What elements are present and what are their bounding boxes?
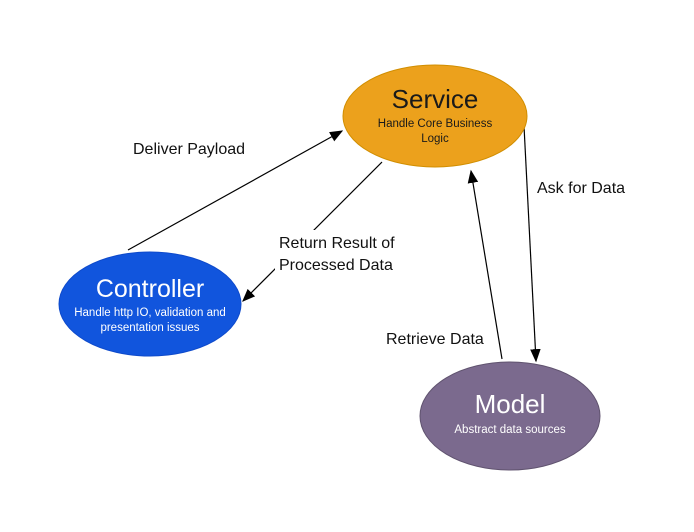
- service-node: Service Handle Core Business Logic: [342, 64, 528, 168]
- edge-retrieve-data-label: Retrieve Data: [386, 331, 484, 348]
- controller-node: Controller Handle http IO, validation an…: [58, 251, 242, 357]
- edge-deliver-payload-label: Deliver Payload: [133, 141, 245, 158]
- controller-title: Controller: [96, 275, 204, 303]
- edge-deliver-payload: Deliver Payload: [127, 130, 344, 251]
- controller-ellipse: [59, 252, 241, 356]
- edge-ask-for-data-label: Ask for Data: [537, 180, 625, 197]
- model-ellipse: [420, 362, 600, 470]
- model-title: Model: [475, 389, 546, 419]
- edge-ask-for-data: Ask for Data: [523, 125, 625, 363]
- controller-subtitle-line1: Handle http IO, validation and: [74, 307, 226, 319]
- service-subtitle-line1: Handle Core Business: [378, 118, 493, 130]
- controller-subtitle-line2: presentation issues: [100, 322, 199, 334]
- edge-ask-for-data-line: [523, 125, 541, 363]
- edge-return-result-label-line1: Return Result of: [279, 235, 395, 252]
- edge-retrieve-data-line: [467, 169, 503, 360]
- edge-return-result-label-line2: Processed Data: [279, 257, 393, 274]
- model-node: Model Abstract data sources: [419, 361, 601, 471]
- edge-deliver-payload-line: [127, 130, 344, 251]
- service-ellipse: [343, 65, 527, 167]
- edge-retrieve-data: Retrieve Data: [386, 169, 503, 360]
- model-subtitle-line1: Abstract data sources: [454, 424, 565, 436]
- service-title: Service: [392, 84, 479, 114]
- edge-return-result-label-bg: [275, 230, 422, 274]
- service-subtitle-line2: Logic: [421, 133, 449, 145]
- model-ellipse-border: [419, 361, 601, 471]
- edge-return-result: Return Result of Processed Data: [242, 161, 422, 302]
- controller-ellipse-border: [58, 251, 242, 357]
- service-ellipse-border: [342, 64, 528, 168]
